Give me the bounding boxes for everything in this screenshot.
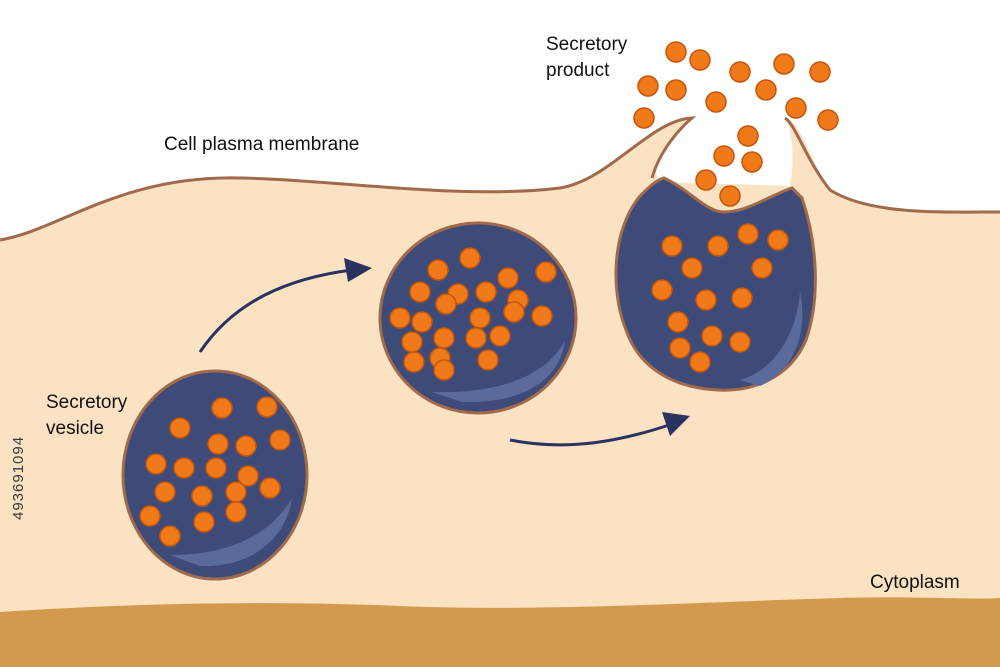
granule-icon: [477, 349, 499, 371]
arrow-icon: [198, 258, 372, 353]
granule-icon: [755, 79, 777, 101]
granule-icon: [193, 511, 215, 533]
granule-icon: [427, 259, 449, 281]
granule-icon: [259, 477, 281, 499]
granule-icon: [689, 351, 711, 373]
secretory-vesicle-label: Secretory vesicle: [46, 392, 128, 439]
vesicle-1-highlight: [170, 498, 292, 567]
granule-icon: [409, 281, 431, 303]
granule-icon: [695, 289, 717, 311]
granule-icon: [689, 49, 711, 71]
granule-icon: [809, 61, 831, 83]
granule-icon: [433, 359, 455, 381]
cell-floor: [0, 597, 1000, 667]
granule-icon: [269, 429, 291, 451]
granule-icon: [651, 279, 673, 301]
granule-icon: [707, 235, 729, 257]
granule-icon: [785, 97, 807, 119]
granule-icon: [731, 287, 753, 309]
granule-icon: [459, 247, 481, 269]
granule-icon: [667, 311, 689, 333]
vesicle-2-highlight: [432, 340, 565, 403]
granule-icon: [225, 501, 247, 523]
granule-icon: [225, 481, 247, 503]
fusing-vesicle-highlight: [740, 292, 803, 386]
granule-icon: [637, 75, 659, 97]
granule-icon: [169, 417, 191, 439]
granule-icon: [633, 107, 655, 129]
granule-icon: [211, 397, 233, 419]
granule-icon: [665, 79, 687, 101]
granule-icon: [256, 396, 278, 418]
membrane-label: Cell plasma membrane: [164, 134, 360, 155]
granule-icon: [535, 261, 557, 283]
granule-icon: [773, 53, 795, 75]
granule-icon: [403, 351, 425, 373]
granule-icon: [465, 327, 487, 349]
granule-icon: [681, 257, 703, 279]
granule-icon: [475, 281, 497, 303]
granule-group: [139, 41, 839, 547]
granule-icon: [669, 337, 691, 359]
granule-icon: [713, 145, 735, 167]
cytoplasm-label: Cytoplasm: [870, 572, 960, 593]
granule-icon: [401, 331, 423, 353]
granule-icon: [159, 525, 181, 547]
granule-icon: [751, 257, 773, 279]
granule-icon: [737, 125, 759, 147]
granule-icon: [207, 433, 229, 455]
granule-icon: [154, 481, 176, 503]
granule-icon: [665, 41, 687, 63]
granule-icon: [737, 223, 759, 245]
granule-icon: [145, 453, 167, 475]
stock-id-watermark: 493691094: [10, 435, 27, 520]
granule-icon: [767, 229, 789, 251]
granule-icon: [435, 293, 457, 315]
plasma-membrane-line-right: [784, 116, 1000, 214]
secretory-product-label: Secretory product: [546, 34, 628, 81]
granule-icon: [191, 485, 213, 507]
granule-icon: [433, 327, 455, 349]
granule-icon: [695, 169, 717, 191]
granule-icon: [705, 91, 727, 113]
granule-icon: [701, 325, 723, 347]
granule-icon: [205, 457, 227, 479]
granule-icon: [489, 325, 511, 347]
granule-icon: [389, 307, 411, 329]
granule-icon: [235, 435, 257, 457]
granule-icon: [411, 311, 433, 333]
granule-icon: [741, 151, 763, 173]
granule-icon: [729, 61, 751, 83]
granule-icon: [139, 505, 161, 527]
granule-icon: [531, 305, 553, 327]
granule-icon: [237, 465, 259, 487]
granule-icon: [497, 267, 519, 289]
granule-icon: [817, 109, 839, 131]
plasma-membrane-line: [0, 116, 697, 242]
granule-icon: [661, 235, 683, 257]
granule-icon: [729, 331, 751, 353]
granule-icon: [469, 307, 491, 329]
granule-icon: [173, 457, 195, 479]
granule-icon: [503, 301, 525, 323]
granule-icon: [719, 185, 741, 207]
arrow-icon: [509, 412, 690, 447]
